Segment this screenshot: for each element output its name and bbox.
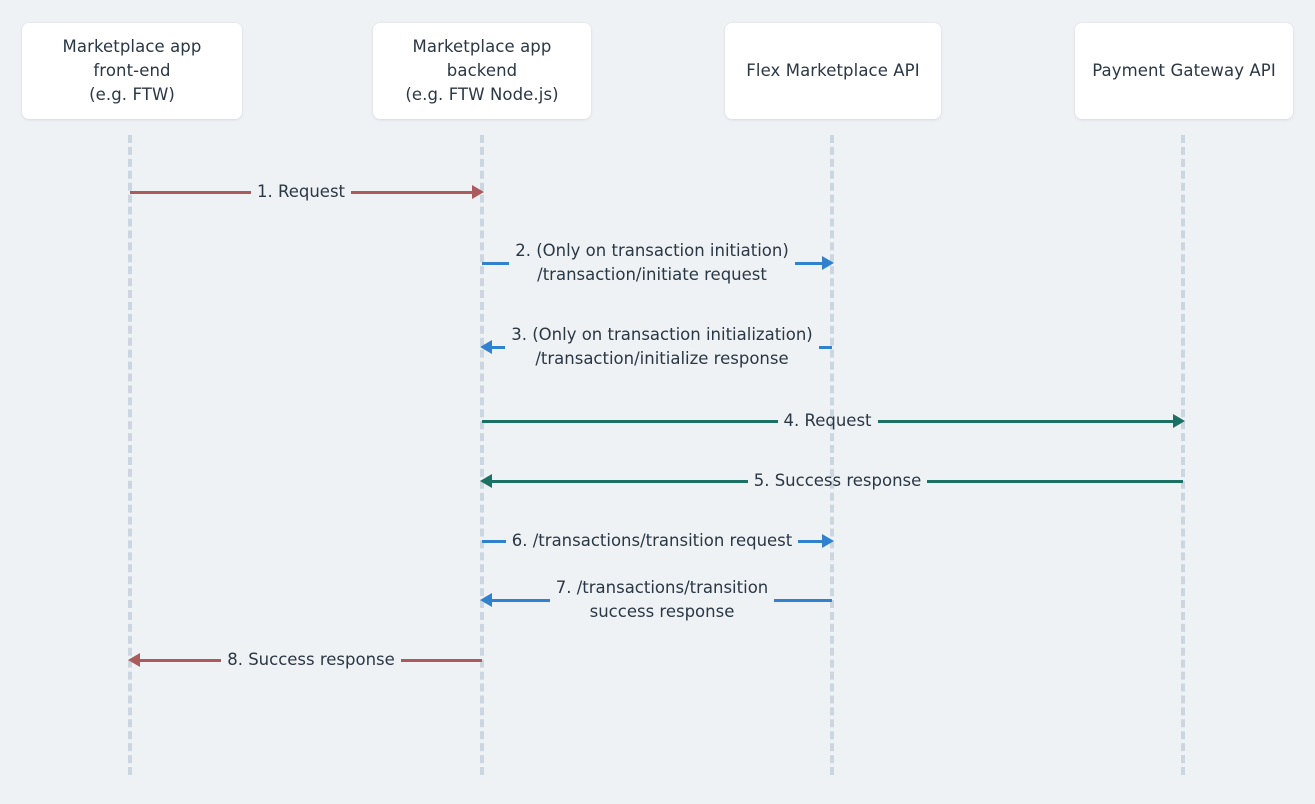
- message-line-left: [492, 345, 506, 349]
- message-label-4: 4. Request: [783, 411, 872, 430]
- message-label-8: 8. Success response: [227, 650, 395, 669]
- message-label-5: 5. Success response: [753, 471, 922, 490]
- arrowhead-left-icon: [480, 474, 492, 488]
- message-3: 3. (Only on transaction initialization) …: [480, 321, 832, 373]
- message-label-3: 3. (Only on transaction initialization) …: [511, 325, 813, 368]
- actor-label-backend: Marketplace app backend (e.g. FTW Node.j…: [405, 37, 559, 104]
- message-line-left: [492, 598, 550, 602]
- actor-box-payment-gateway: Payment Gateway API: [1075, 23, 1293, 119]
- message-label-1: 1. Request: [257, 182, 346, 201]
- message-label-6: 6. /transactions/transition request: [511, 531, 793, 550]
- message-8: 8. Success response: [128, 646, 483, 674]
- message-2: 2. (Only on transaction initiation) /tra…: [482, 237, 834, 289]
- message-line-left: [482, 539, 506, 543]
- arrowhead-right-icon: [472, 185, 485, 199]
- actor-box-flex-api: Flex Marketplace API: [725, 23, 941, 119]
- message-line-right: [927, 479, 1184, 483]
- message-line-right: [877, 419, 1174, 423]
- message-line-right: [400, 658, 483, 662]
- message-line-right: [818, 345, 832, 349]
- arrowhead-right-icon: [1173, 414, 1186, 428]
- message-1: 1. Request: [130, 178, 485, 206]
- message-line-right: [351, 190, 473, 194]
- message-line-right: [774, 598, 832, 602]
- message-6: 6. /transactions/transition request: [482, 527, 835, 555]
- arrowhead-left-icon: [128, 653, 140, 667]
- actor-label-payment-gateway: Payment Gateway API: [1092, 61, 1276, 80]
- message-line-left: [140, 658, 222, 662]
- lifeline-flex-api: [830, 135, 834, 775]
- lifeline-payment-gateway: [1181, 135, 1185, 775]
- arrowhead-left-icon: [480, 593, 492, 607]
- message-label-7: 7. /transactions/transition success resp…: [555, 578, 769, 621]
- message-line-right: [794, 261, 822, 265]
- message-line-left: [130, 190, 251, 194]
- arrowhead-right-icon: [822, 534, 835, 548]
- actor-label-flex-api: Flex Marketplace API: [746, 61, 920, 80]
- lifeline-frontend: [128, 135, 132, 775]
- arrowhead-right-icon: [822, 256, 834, 270]
- message-line-left: [482, 419, 778, 423]
- message-4: 4. Request: [482, 407, 1186, 435]
- actor-box-frontend: Marketplace app front-end (e.g. FTW): [22, 23, 242, 119]
- message-7: 7. /transactions/transition success resp…: [480, 574, 832, 626]
- message-line-left: [482, 261, 510, 265]
- lifeline-backend: [480, 135, 484, 775]
- arrowhead-left-icon: [480, 340, 492, 354]
- actor-label-frontend: Marketplace app front-end (e.g. FTW): [62, 37, 202, 104]
- message-5: 5. Success response: [480, 467, 1184, 495]
- actor-box-backend: Marketplace app backend (e.g. FTW Node.j…: [373, 23, 591, 119]
- message-line-left: [492, 479, 748, 483]
- message-line-right: [798, 539, 823, 543]
- message-label-2: 2. (Only on transaction initiation) /tra…: [515, 241, 789, 284]
